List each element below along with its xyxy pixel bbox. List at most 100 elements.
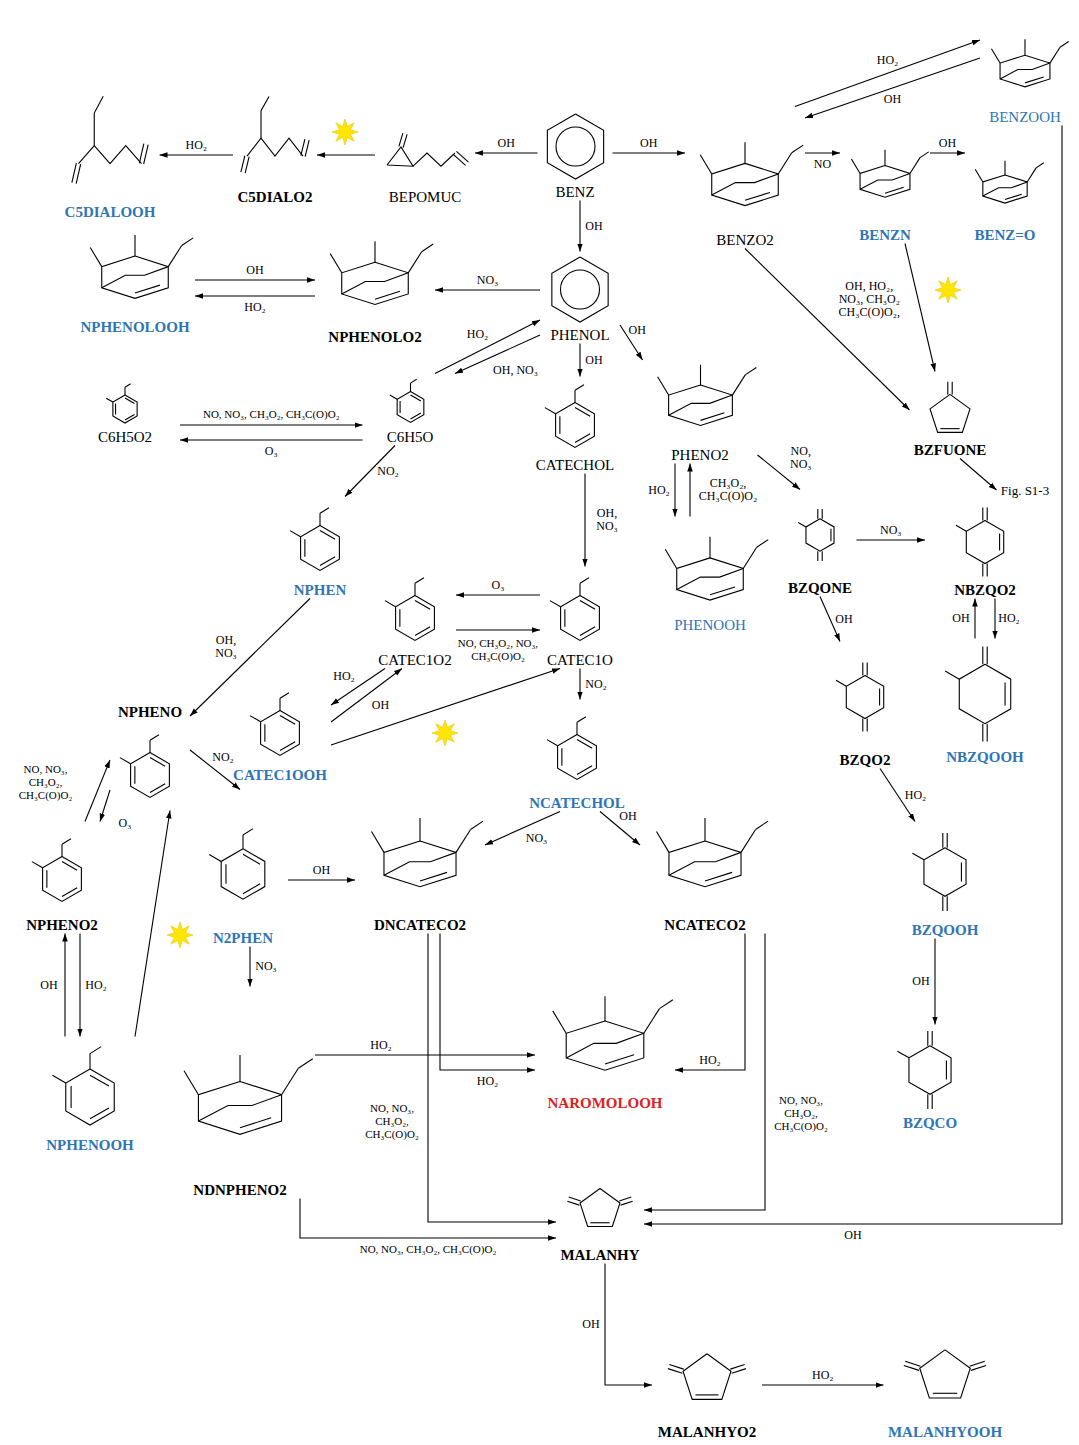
reaction-arrow: [613, 152, 686, 153]
structure-drawing: [925, 639, 1045, 749]
species-node: NAROMOLOOH: [535, 965, 675, 1112]
structure-drawing: [910, 372, 990, 442]
structure-drawing: [540, 567, 620, 652]
species-name: PHENOOH: [674, 617, 746, 634]
structure-drawing: [790, 490, 850, 580]
reagent-label: NO, NO₃, CH₃O₂, CH₃C(O)O₂: [202, 408, 341, 421]
species-node: N2PHEN: [198, 790, 288, 947]
reagent-label: OH: [39, 979, 58, 992]
species-name: C5DIALO2: [237, 189, 312, 206]
reaction-arrow: [805, 152, 840, 153]
reagent-label: NO₂: [376, 465, 400, 478]
structure-drawing: [643, 337, 758, 447]
reagent-label: NO, NO₃, CH₃O₂, CH₃C(O)O₂: [359, 1243, 498, 1256]
reaction-arrow: [190, 750, 240, 790]
reaction-arrow: [435, 289, 540, 290]
structure-drawing: [40, 1037, 140, 1137]
reagent-label: HO₂: [904, 789, 928, 802]
species-node: NCATECHOL: [525, 700, 629, 812]
reagent-label: HO₂: [476, 1075, 500, 1088]
sun-symbol: [935, 277, 961, 303]
species-name: CATEC1O: [547, 652, 613, 669]
structure-drawing: [375, 567, 455, 652]
species-name: BEPOMUC: [389, 189, 462, 206]
reaction-arrow: [857, 539, 926, 540]
reagent-label: HO₂: [698, 1054, 722, 1067]
species-name: C6H5O: [387, 429, 434, 446]
reaction-arrow: [315, 1054, 535, 1055]
reagent-label: OH, NO₃: [492, 364, 539, 377]
reaction-arrow: [195, 295, 315, 296]
species-node: CATECHOL: [532, 377, 619, 474]
species-name: MALANHYO2: [658, 1424, 756, 1441]
reagent-label: OH: [584, 354, 603, 367]
reagent-label: OH: [883, 93, 902, 106]
reaction-arrow: [762, 1384, 884, 1385]
species-node: C6H5O2: [70, 379, 180, 446]
species-node: CATEC1O2: [374, 567, 456, 669]
structure-drawing: [900, 822, 990, 922]
reaction-arrow: [79, 934, 80, 1037]
species-node: BZQO2: [825, 642, 905, 769]
species-node: CATEC1OOH: [229, 682, 331, 784]
reaction-arrow: [64, 934, 65, 1037]
reaction-arrow: [584, 474, 585, 567]
reaction-arrow: [745, 249, 910, 411]
reagent-label: OH: [628, 324, 647, 337]
species-node: BEPOMUC: [375, 129, 475, 206]
reagent-label: OH: [245, 264, 264, 277]
reagent-label: OH: [584, 220, 603, 233]
structure-drawing: [355, 777, 485, 917]
reagent-label: OH: [911, 975, 930, 988]
species-node: PHENOOH: [650, 517, 770, 634]
reagent-label: OH, HO₂, NO₃, CH₃O₂ CH₃C(O)O₂,: [836, 280, 902, 319]
reagent-label: O₃: [491, 579, 506, 592]
species-node: NPHEN: [280, 497, 360, 599]
species-name: NPHEN: [294, 582, 347, 599]
species-node: NCATECO2: [640, 777, 770, 934]
sun-symbol: [432, 720, 458, 746]
reaction-arrow: [288, 879, 355, 880]
reaction-arrow: [180, 439, 363, 440]
reaction-arrow: [331, 669, 402, 723]
species-node: MALANHY: [556, 1172, 644, 1264]
species-node: BZFUONE: [910, 372, 991, 459]
reagent-label: O₃: [118, 817, 133, 830]
structure-drawing: [840, 107, 930, 227]
reaction-arrow: [135, 811, 170, 1037]
structure-drawing: [22, 822, 102, 917]
reaction-arrow: [85, 760, 110, 822]
reagent-label: NO₂: [211, 751, 235, 764]
structure-drawing: [75, 209, 195, 319]
reaction-arrow: [689, 464, 690, 517]
reaction-arrow: [644, 934, 765, 1211]
structure-drawing: [925, 502, 1045, 582]
reagent-label: OH: [581, 1318, 600, 1331]
reagent-label: CH₃O₂, CH₃C(O)O₂: [695, 477, 761, 503]
sun-symbol: [332, 119, 358, 145]
structure-drawing: [280, 497, 360, 582]
reagent-label: OH: [618, 810, 637, 823]
reaction-arrow: [428, 934, 556, 1223]
species-name: NPHENOLO2: [328, 329, 421, 346]
species-node: C5DIALO2: [233, 79, 317, 206]
reaction-arrow: [934, 939, 935, 1025]
reaction-arrow: [456, 629, 540, 630]
species-name: MALANHYOOH: [888, 1424, 1002, 1441]
species-name: DNCATECO2: [374, 917, 466, 934]
structure-drawing: [537, 700, 617, 795]
reagent-label: NO₃: [879, 524, 903, 537]
reagent-label: OH: [639, 137, 658, 150]
reagent-label: NO₃: [525, 832, 549, 845]
structure-drawing: [240, 682, 320, 767]
reagent-label: HO₂: [332, 670, 356, 683]
structure-drawing: [235, 79, 315, 189]
reaction-arrow: [100, 790, 110, 822]
species-name: BZQO2: [840, 752, 891, 769]
species-name: C6H5O2: [98, 429, 152, 446]
species-node: BZQOOH: [900, 822, 990, 939]
reaction-arrow: [795, 40, 980, 107]
structure-drawing: [890, 1329, 1000, 1424]
